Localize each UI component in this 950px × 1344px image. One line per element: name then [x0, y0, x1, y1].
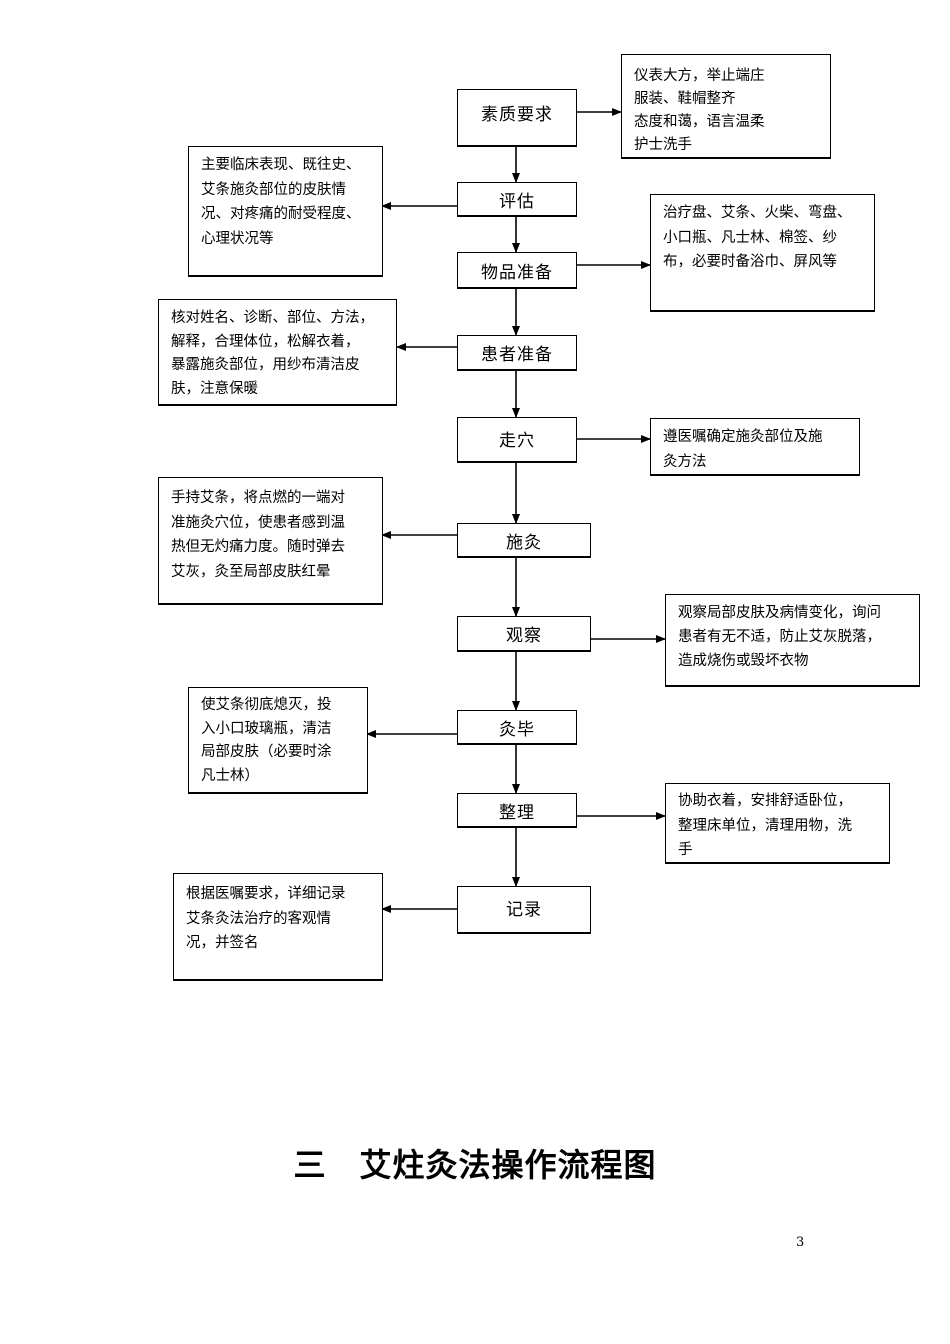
note-suzhi-yaoqiu: 仪表大方，举止端庄 服装、鞋帽整齐 态度和蔼，语言温柔 护士洗手 [621, 54, 831, 159]
note-jilu: 根据医嘱要求，详细记录 艾条灸法治疗的客观情 况，并签名 [173, 873, 383, 981]
step-zouxue: 走穴 [457, 417, 577, 463]
note-line: 况，并签名 [186, 935, 259, 951]
step-huanzhe-zhunbei: 患者准备 [457, 335, 577, 371]
note-huanzhe-zhunbei: 核对姓名、诊断、部位、方法， 解释，合理体位，松解衣着， 暴露施灸部位，用纱布清… [158, 299, 397, 406]
page-number: 3 [796, 1235, 805, 1250]
step-guancha: 观察 [457, 616, 591, 652]
note-line: 患者有无不适，防止艾灰脱落， [678, 629, 881, 645]
note-line: 仪表大方，举止端庄 [634, 68, 765, 84]
note-line: 治疗盘、艾条、火柴、弯盘、 [663, 205, 852, 221]
note-line: 手持艾条，将点燃的一端对 [171, 490, 345, 506]
note-line: 热但无灼痛力度。随时弹去 [171, 539, 345, 555]
note-guancha: 观察局部皮肤及病情变化，询问 患者有无不适，防止艾灰脱落， 造成烧伤或毁坏衣物 [665, 594, 920, 687]
note-line: 主要临床表现、既往史、 [201, 157, 361, 173]
step-wupin-zhunbei: 物品准备 [457, 252, 577, 289]
note-wupin-zhunbei: 治疗盘、艾条、火柴、弯盘、 小口瓶、凡士林、棉签、纱 布，必要时备浴巾、屏风等 [650, 194, 875, 312]
note-line: 布，必要时备浴巾、屏风等 [663, 254, 837, 270]
note-line: 根据医嘱要求，详细记录 [186, 886, 346, 902]
note-line: 局部皮肤（必要时涂 [201, 744, 332, 760]
note-line: 暴露施灸部位，用纱布清洁皮 [171, 357, 360, 373]
note-zouxue: 遵医嘱确定施灸部位及施 灸方法 [650, 418, 860, 476]
note-jiubi: 使艾条彻底熄灭，投 入小口玻璃瓶，清洁 局部皮肤（必要时涂 凡士林） [188, 687, 368, 794]
note-line: 灸方法 [663, 453, 707, 470]
note-line: 协助衣着，安排舒适卧位， [678, 793, 852, 809]
note-line: 小口瓶、凡士林、棉签、纱 [663, 229, 837, 246]
note-line: 服装、鞋帽整齐 [634, 91, 736, 107]
note-shijiu: 手持艾条，将点燃的一端对 准施灸穴位，使患者感到温 热但无灼痛力度。随时弹去 艾… [158, 477, 383, 605]
step-zhengli: 整理 [457, 793, 577, 828]
note-line: 凡士林） [201, 767, 259, 784]
note-line: 遵医嘱确定施灸部位及施 [663, 429, 823, 445]
note-line: 解释，合理体位，松解衣着， [171, 333, 360, 350]
note-line: 造成烧伤或毁坏衣物 [678, 653, 809, 669]
note-line: 观察局部皮肤及病情变化，询问 [678, 605, 881, 621]
note-line: 使艾条彻底熄灭，投 [201, 697, 332, 713]
note-pinggu: 主要临床表现、既往史、 艾条施灸部位的皮肤情 况、对疼痛的耐受程度、 心理状况等 [188, 146, 383, 277]
step-shijiu: 施灸 [457, 523, 591, 558]
note-line: 况、对疼痛的耐受程度、 [201, 206, 361, 222]
note-line: 入小口玻璃瓶，清洁 [201, 720, 332, 737]
step-jilu: 记录 [457, 886, 591, 934]
note-line: 肤，注意保暖 [171, 380, 258, 397]
note-line: 艾灰，灸至局部皮肤红晕 [171, 563, 331, 580]
note-line: 手 [678, 842, 693, 858]
note-zhengli: 协助衣着，安排舒适卧位， 整理床单位，清理用物，洗 手 [665, 783, 890, 864]
note-line: 核对姓名、诊断、部位、方法， [171, 310, 374, 326]
step-jiubi: 灸毕 [457, 710, 577, 745]
step-pinggu: 评估 [457, 182, 577, 217]
note-line: 心理状况等 [201, 230, 274, 247]
note-line: 准施灸穴位，使患者感到温 [171, 514, 345, 531]
note-line: 整理床单位，清理用物，洗 [678, 817, 852, 834]
note-line: 艾条施灸部位的皮肤情 [201, 181, 346, 198]
step-suzhi-yaoqiu: 素质要求 [457, 89, 577, 147]
note-line: 态度和蔼，语言温柔 [634, 114, 765, 130]
note-line: 艾条灸法治疗的客观情 [186, 910, 331, 927]
note-line: 护士洗手 [634, 137, 692, 153]
page-title: 三 艾炷灸法操作流程图 [293, 1146, 657, 1184]
